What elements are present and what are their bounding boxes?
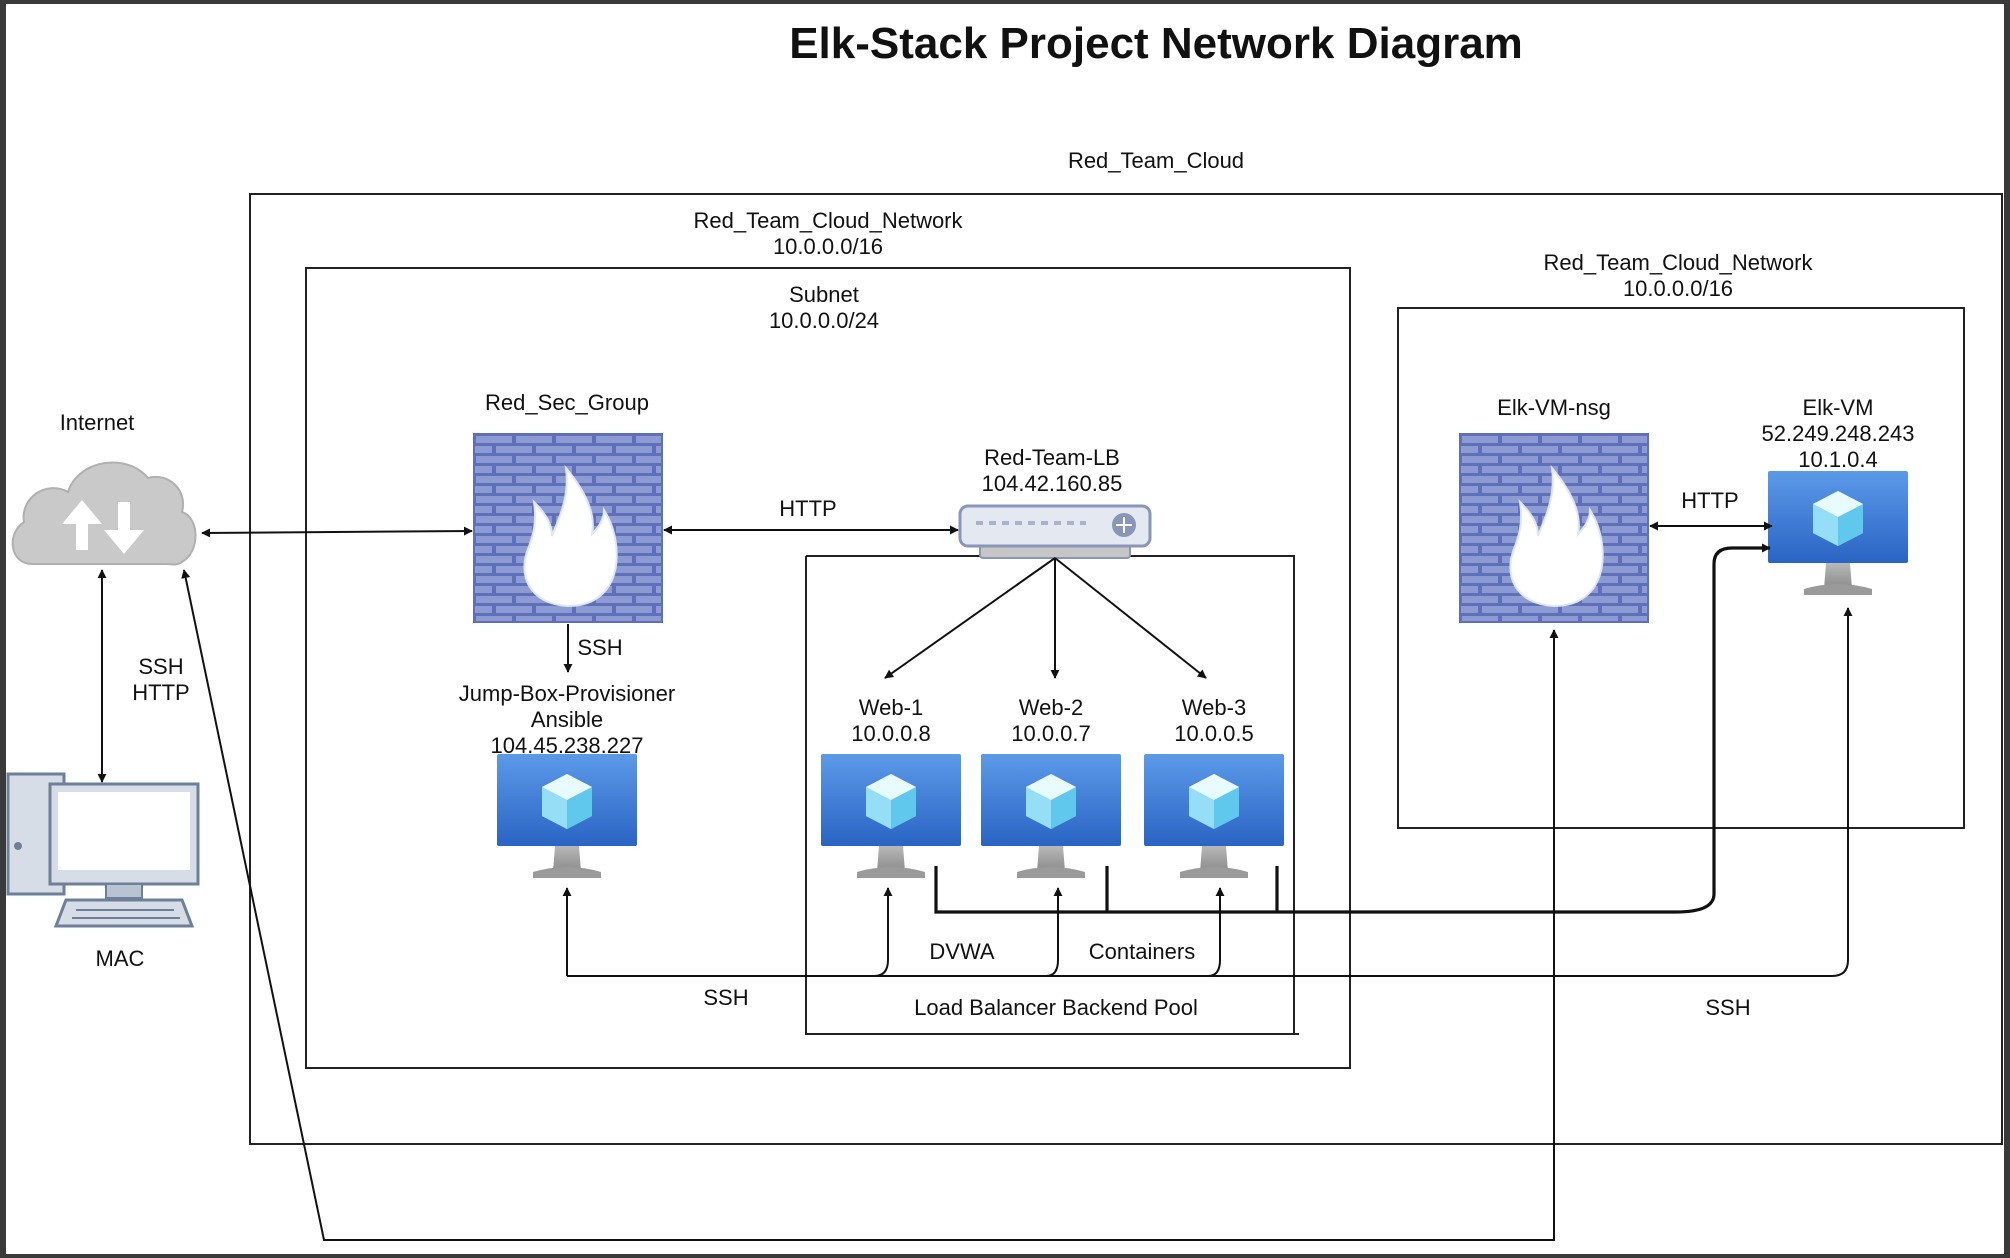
elk-nsg-label: Elk-VM-nsg bbox=[1497, 395, 1611, 420]
internet-cloud-icon bbox=[11, 461, 197, 566]
red-team-cloud-boundary bbox=[249, 193, 2003, 1145]
web-vm-3: Web-310.0.0.5 bbox=[1144, 695, 1284, 878]
ssh-web2-connector bbox=[1045, 887, 1063, 977]
red-sec-group-firewall-icon bbox=[473, 433, 663, 623]
internet-mac-label-ssh: SSH bbox=[138, 654, 183, 679]
web-vm-name: Web-3 bbox=[1182, 695, 1246, 720]
elk-network-boundary bbox=[1397, 307, 1965, 829]
firewall-jumpbox-label: SSH bbox=[577, 635, 622, 660]
web-vm-ip: 10.0.0.7 bbox=[1011, 721, 1091, 746]
subnet-cidr: 10.0.0.0/24 bbox=[769, 308, 879, 333]
jump-box-role: Ansible bbox=[531, 707, 603, 732]
internet-label: Internet bbox=[60, 410, 135, 435]
mac-computer-icon bbox=[6, 772, 200, 928]
internet-mac-label-http: HTTP bbox=[132, 680, 189, 705]
ssh-web1-connector bbox=[873, 887, 893, 977]
mac-label: MAC bbox=[96, 946, 145, 971]
load-balancer-ip: 104.42.160.85 bbox=[982, 471, 1123, 496]
web-vm-icon bbox=[1144, 754, 1284, 878]
network-main-cidr: 10.0.0.0/16 bbox=[773, 234, 883, 259]
web-vm-1: Web-110.0.0.8 bbox=[821, 695, 961, 878]
elk-vm-private-ip: 10.1.0.4 bbox=[1798, 447, 1878, 472]
load-balancer-icon bbox=[958, 504, 1152, 559]
ssh-elk-label: SSH bbox=[1705, 995, 1750, 1020]
elk-nsg-firewall-icon bbox=[1459, 433, 1649, 623]
subnet-boundary bbox=[305, 267, 1351, 1069]
backend-pool-label: Load Balancer Backend Pool bbox=[914, 995, 1198, 1020]
containers-bus-connector bbox=[934, 543, 1771, 914]
web-vm-ip: 10.0.0.8 bbox=[851, 721, 931, 746]
web-vm-icon bbox=[981, 754, 1121, 878]
elk-nsg-vm-label: HTTP bbox=[1681, 488, 1738, 513]
internet-elk-nsg-connector bbox=[181, 569, 1559, 1241]
diagram-canvas: Elk-Stack Project Network Diagram Red_Te… bbox=[6, 4, 2004, 1254]
ssh-jumpbox-label: SSH bbox=[703, 985, 748, 1010]
web-vm-icon bbox=[821, 754, 961, 878]
network-diagram: Elk-Stack Project Network Diagram Red_Te… bbox=[6, 19, 2003, 1241]
backend-pool-boundary bbox=[805, 555, 1299, 1035]
web-vm-name: Web-2 bbox=[1019, 695, 1083, 720]
internet-firewall-connector bbox=[201, 526, 473, 538]
firewall-lb-label: HTTP bbox=[779, 496, 836, 521]
load-balancer-name: Red-Team-LB bbox=[984, 445, 1120, 470]
subnet-name: Subnet bbox=[789, 282, 859, 307]
red-sec-group-label: Red_Sec_Group bbox=[485, 390, 649, 415]
ssh-bus-connector bbox=[567, 607, 1853, 977]
network-main-name: Red_Team_Cloud_Network bbox=[693, 208, 963, 233]
web-vm-name: Web-1 bbox=[859, 695, 923, 720]
ssh-web3-connector bbox=[1207, 887, 1225, 977]
diagram-title: Elk-Stack Project Network Diagram bbox=[789, 19, 1523, 68]
jump-box-name: Jump-Box-Provisioner bbox=[459, 681, 675, 706]
cloud-label: Red_Team_Cloud bbox=[1068, 148, 1244, 173]
network-elk-name: Red_Team_Cloud_Network bbox=[1543, 250, 1813, 275]
lb-web3-connector bbox=[1054, 557, 1207, 679]
network-elk-cidr: 10.0.0.0/16 bbox=[1623, 276, 1733, 301]
dvwa-label: DVWA bbox=[929, 939, 995, 964]
elk-vm-icon bbox=[1768, 471, 1908, 595]
web-vm-2: Web-210.0.0.7 bbox=[981, 695, 1121, 878]
elk-vm-name: Elk-VM bbox=[1803, 395, 1874, 420]
lb-web1-connector bbox=[884, 557, 1056, 679]
elk-vm-public-ip: 52.249.248.243 bbox=[1762, 421, 1915, 446]
jump-box-ip: 104.45.238.227 bbox=[491, 733, 644, 758]
web-vm-ip: 10.0.0.5 bbox=[1174, 721, 1254, 746]
jump-box-vm-icon bbox=[497, 754, 637, 878]
containers-label: Containers bbox=[1089, 939, 1195, 964]
